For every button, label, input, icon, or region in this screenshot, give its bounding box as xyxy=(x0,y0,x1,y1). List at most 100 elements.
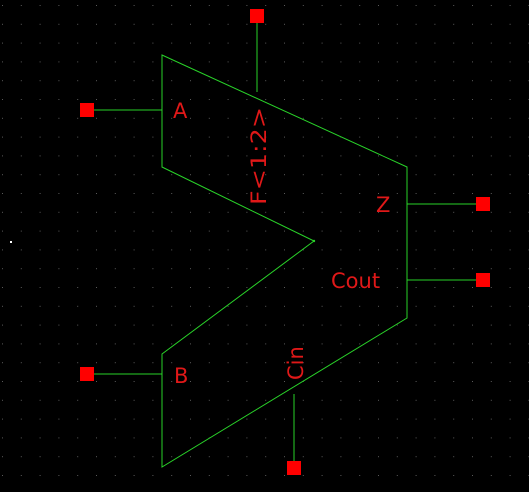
grid-dot xyxy=(453,80,455,82)
grid-dot xyxy=(227,193,229,194)
grid-dot xyxy=(77,343,79,345)
grid-dot xyxy=(208,362,210,364)
grid-dot xyxy=(114,23,116,25)
grid-dot xyxy=(133,418,135,420)
grid-dot xyxy=(246,324,248,326)
grid-dot xyxy=(472,80,473,82)
grid-dot xyxy=(171,42,173,44)
grid-dot xyxy=(396,475,398,476)
grid-dot xyxy=(509,249,511,251)
grid-dot xyxy=(321,174,323,176)
grid-dot xyxy=(415,80,417,82)
grid-dot xyxy=(284,268,285,270)
grid-dot xyxy=(453,42,455,44)
grid-dot xyxy=(208,249,210,251)
grid-dot xyxy=(359,99,361,100)
grid-dot xyxy=(472,437,473,439)
grid-dot xyxy=(208,475,210,476)
grid-dot xyxy=(246,42,248,44)
grid-dot xyxy=(152,324,154,326)
grid-dot xyxy=(208,23,210,25)
grid-dot xyxy=(246,249,248,251)
grid-dot xyxy=(265,155,267,157)
grid-dot xyxy=(152,456,154,458)
grid-dot xyxy=(415,399,417,401)
grid-dot xyxy=(2,155,3,157)
grid-dot xyxy=(227,174,229,176)
grid-dot xyxy=(114,5,116,6)
grid-dot xyxy=(114,399,116,401)
grid-dot xyxy=(96,5,97,6)
grid-dot xyxy=(378,42,379,44)
grid-dot xyxy=(152,249,154,251)
pin-z-square[interactable] xyxy=(476,197,490,211)
grid-dot xyxy=(378,193,379,194)
grid-dot xyxy=(152,42,154,44)
grid-dot xyxy=(152,362,154,364)
grid-dot xyxy=(133,305,135,307)
grid-dot xyxy=(208,61,210,63)
grid-dot xyxy=(133,136,135,138)
grid-dot xyxy=(265,305,267,307)
grid-dot xyxy=(359,155,361,157)
grid-dot xyxy=(490,155,492,157)
grid-dot xyxy=(58,249,60,251)
grid-dot xyxy=(472,249,473,251)
grid-dot xyxy=(152,61,154,63)
grid-dot xyxy=(171,324,173,326)
grid-dot xyxy=(434,5,436,6)
grid-dot xyxy=(2,287,3,288)
grid-dot xyxy=(39,268,41,270)
grid-dot xyxy=(490,117,492,119)
grid-dot xyxy=(208,42,210,44)
grid-dot xyxy=(208,456,210,458)
grid-dot xyxy=(190,193,191,194)
grid-dot xyxy=(284,136,285,138)
pin-cout-square[interactable] xyxy=(476,273,490,287)
grid-dot xyxy=(190,418,191,420)
grid-dot xyxy=(152,99,154,100)
grid-dot xyxy=(20,230,22,232)
pin-cin-square[interactable] xyxy=(287,461,301,475)
grid-dot xyxy=(321,399,323,401)
grid-dot xyxy=(490,99,492,100)
grid-dot xyxy=(39,80,41,82)
grid-dot xyxy=(340,80,342,82)
grid-dot xyxy=(434,80,436,82)
grid-dot xyxy=(190,475,191,476)
grid-dot xyxy=(490,42,492,44)
grid-dot xyxy=(208,305,210,307)
grid-dot xyxy=(340,437,342,439)
grid-dot xyxy=(246,80,248,82)
pin-b-square[interactable] xyxy=(80,367,94,381)
grid-dot xyxy=(96,155,97,157)
grid-dot xyxy=(509,117,511,119)
grid-dot xyxy=(246,99,248,100)
grid-dot xyxy=(246,305,248,307)
grid-dot xyxy=(509,230,511,232)
grid-dot xyxy=(396,268,398,270)
grid-dot xyxy=(246,437,248,439)
alu-symbol-outline[interactable] xyxy=(161,54,408,468)
grid-dot xyxy=(453,174,455,176)
grid-dot xyxy=(20,268,22,270)
grid-dot xyxy=(208,80,210,82)
grid-dot xyxy=(284,61,285,63)
grid-dot xyxy=(2,5,3,6)
pin-a-square[interactable] xyxy=(80,103,94,117)
grid-dot xyxy=(2,399,3,401)
grid-dot xyxy=(114,437,116,439)
grid-dot xyxy=(190,437,191,439)
pin-f-square[interactable] xyxy=(250,9,264,23)
grid-dot xyxy=(453,437,455,439)
grid-dot xyxy=(415,117,417,119)
grid-dot xyxy=(378,362,379,364)
grid-dot xyxy=(171,211,173,213)
grid-dot xyxy=(265,117,267,119)
grid-dot xyxy=(58,99,60,100)
grid-dot xyxy=(114,42,116,44)
grid-dot xyxy=(171,5,173,6)
grid-dot xyxy=(321,211,323,213)
grid-dot xyxy=(415,42,417,44)
